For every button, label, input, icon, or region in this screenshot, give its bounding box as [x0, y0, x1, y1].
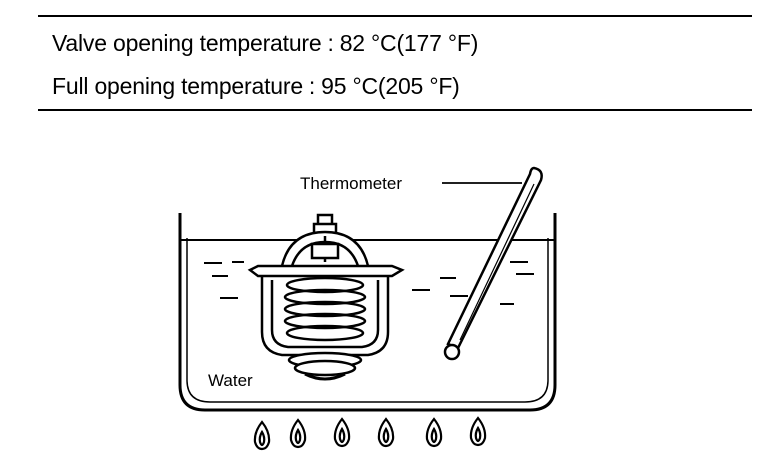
burner-flames [253, 416, 487, 451]
valve-opening-value: 82 °C(177 °F) [339, 30, 479, 56]
valve-opening-spec: Valve opening temperature:82 °C(177 °F) [52, 30, 478, 57]
flame-icon [425, 417, 443, 448]
valve-opening-separator: : [327, 30, 334, 56]
flame-icon [253, 420, 271, 451]
full-opening-value: 95 °C(205 °F) [321, 73, 460, 99]
flame-icon [289, 418, 307, 449]
full-opening-label: Full opening temperature [52, 73, 303, 99]
bottom-rule [38, 109, 752, 111]
thermometer [443, 166, 543, 361]
full-opening-separator: : [308, 73, 316, 99]
thermometer-label: Thermometer [300, 174, 402, 193]
flame-icon [377, 417, 395, 448]
flame-icon [333, 417, 351, 448]
container-inner-wall [186, 238, 549, 403]
top-rule [38, 15, 752, 17]
container-outline [178, 213, 557, 412]
valve-opening-label: Valve opening temperature [52, 30, 322, 56]
water-ripples [204, 261, 534, 305]
full-opening-spec: Full opening temperature:95 °C(205 °F) [52, 73, 460, 100]
water-label: Water [208, 371, 253, 390]
flame-icon [469, 416, 487, 447]
thermostat [247, 213, 405, 381]
